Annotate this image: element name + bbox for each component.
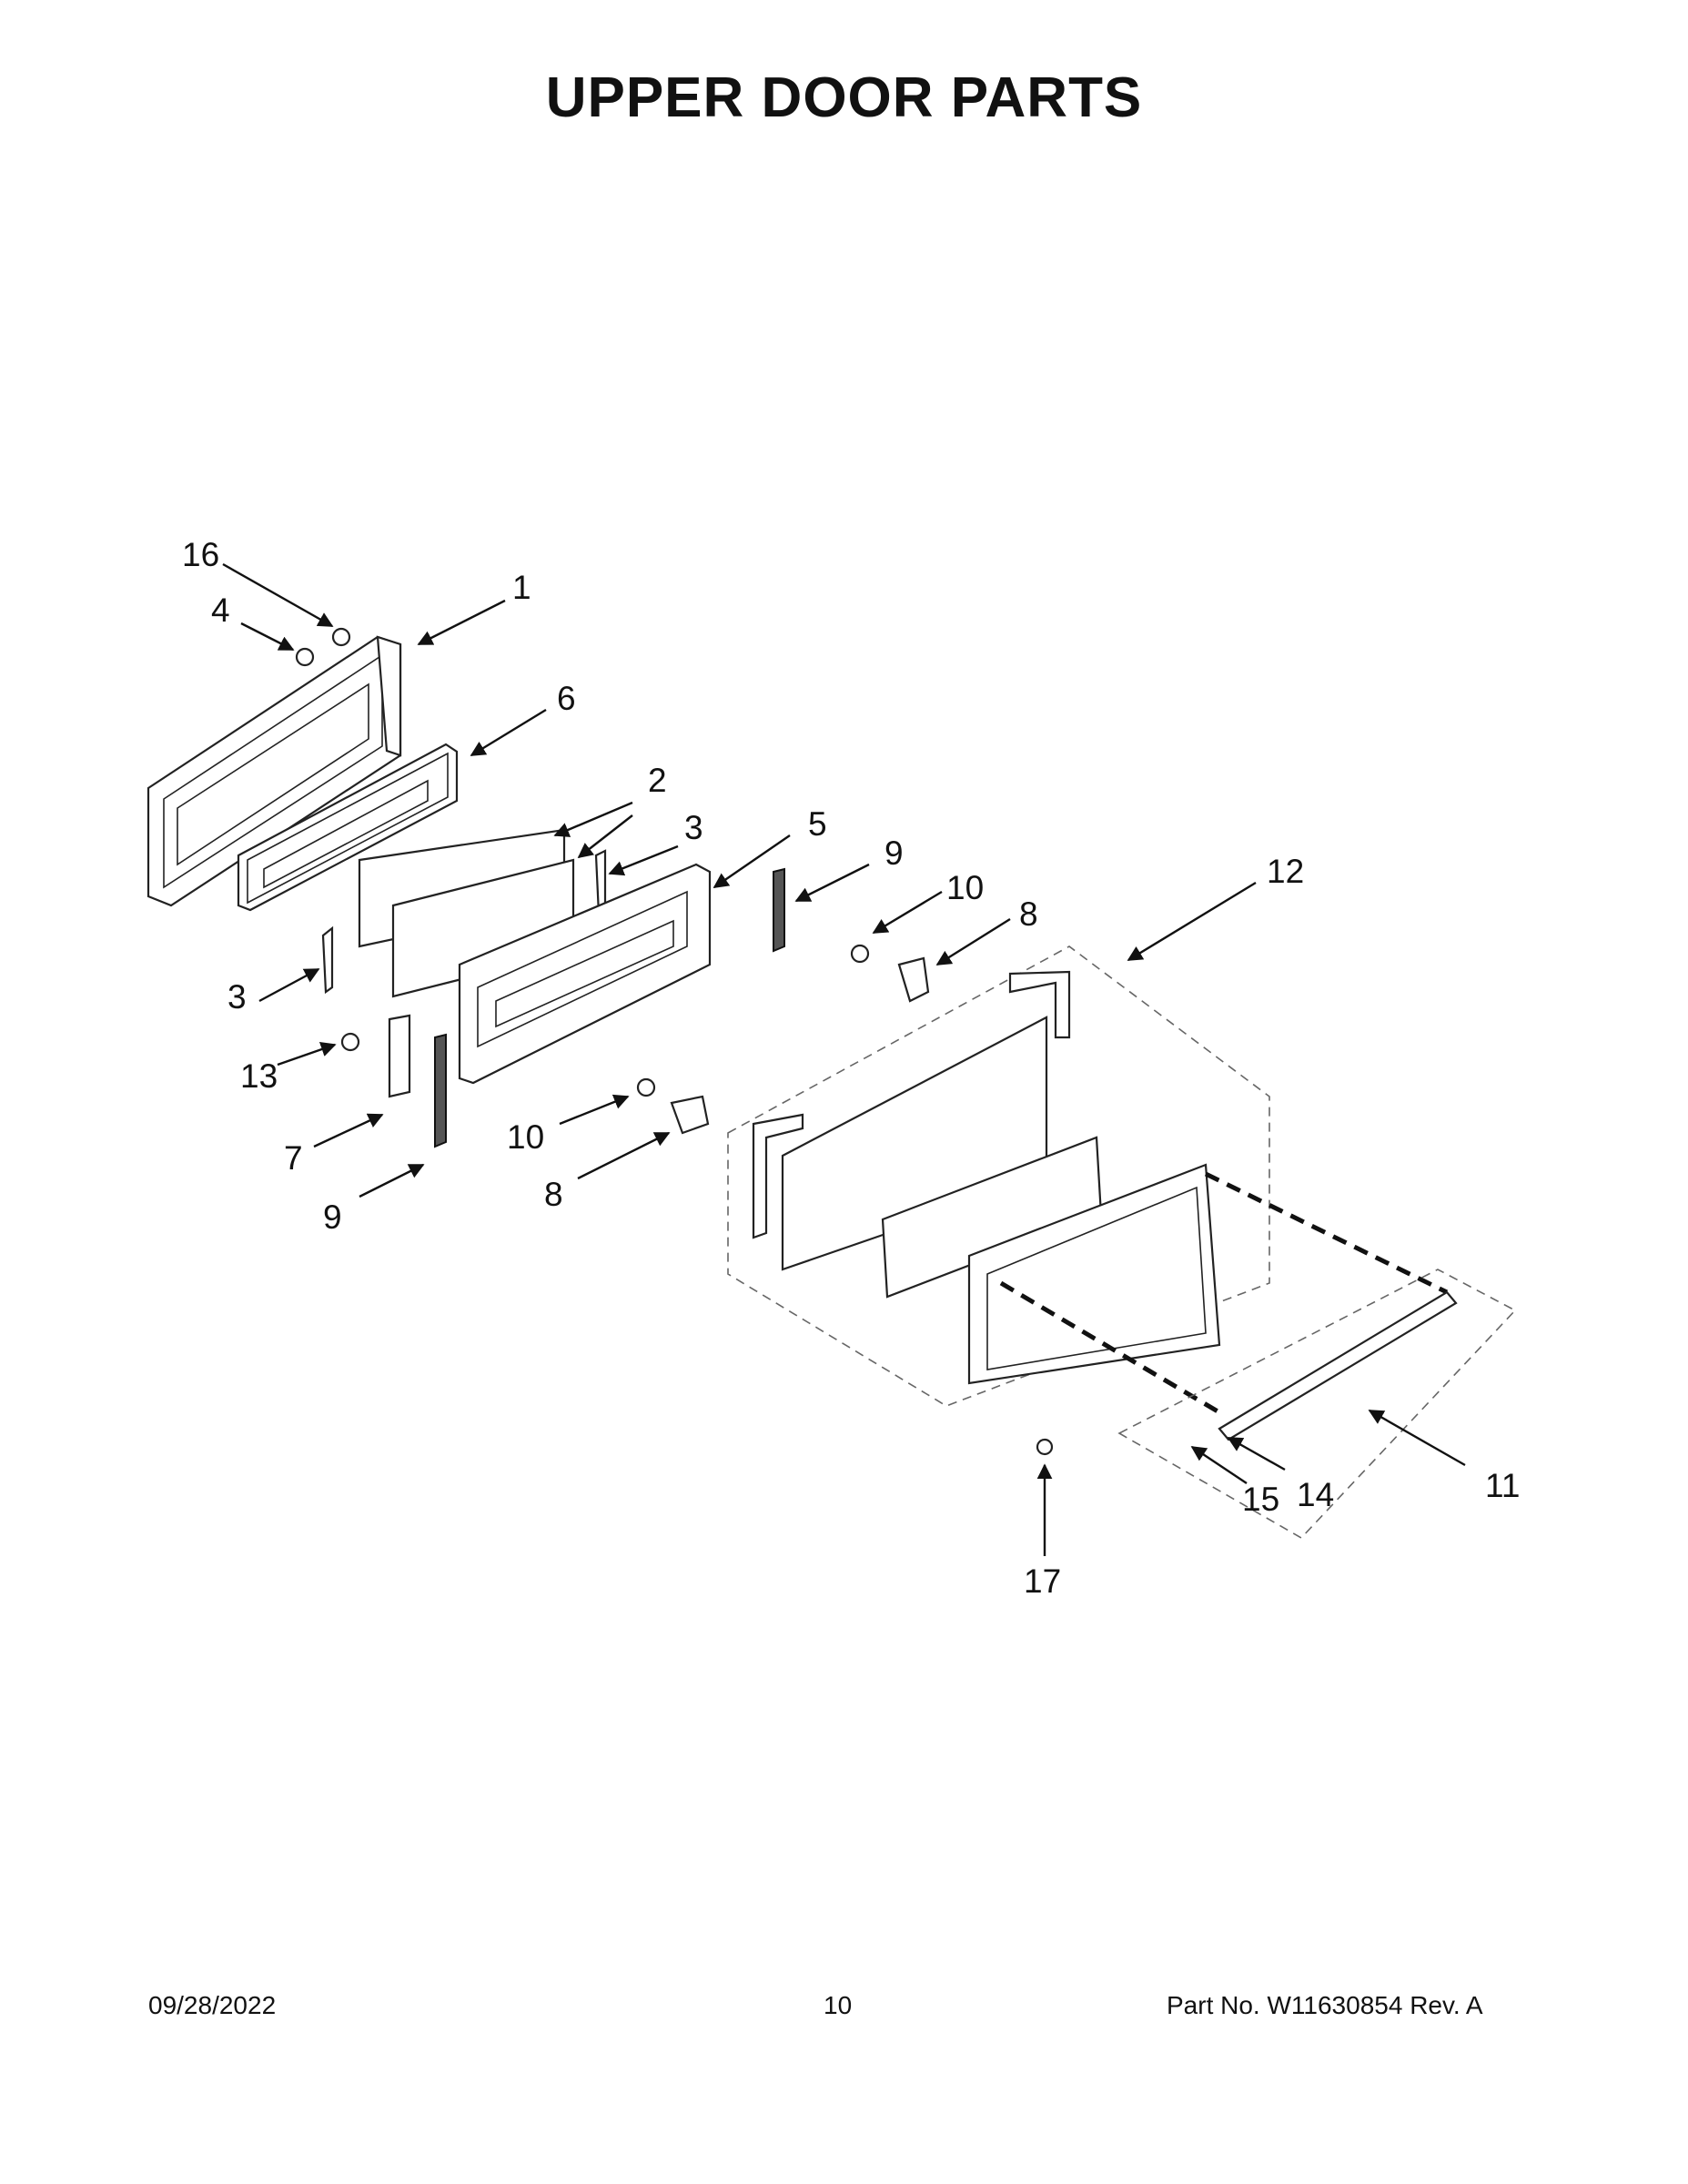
bracket-left [670, 1095, 710, 1135]
door-handle-part [1117, 1269, 1517, 1540]
callout-1: 1 [512, 569, 531, 606]
door-outer-panel-part [458, 863, 712, 1085]
callout-15: 15 [1242, 1481, 1279, 1518]
hinge-right [773, 867, 785, 953]
door-liner-part [147, 635, 402, 907]
footer-date: 09/28/2022 [148, 1991, 277, 2019]
callout-9-left: 9 [323, 1198, 342, 1236]
callout-8-right: 8 [1019, 895, 1038, 933]
page-title: UPPER DOOR PARTS [545, 66, 1143, 129]
callout-10-right: 10 [946, 869, 984, 906]
footer-page-number: 10 [824, 1991, 853, 2019]
callout-3-right: 3 [684, 809, 703, 846]
screw-16 [331, 627, 351, 647]
callout-11: 11 [1485, 1467, 1520, 1504]
callout-10-left: 10 [507, 1118, 544, 1156]
screw-10-right [850, 944, 870, 964]
screw-13 [340, 1032, 360, 1052]
glass-panels-part [358, 828, 575, 998]
bracket-right [897, 956, 930, 1003]
hinge-left [434, 1033, 447, 1148]
door-frame-part [237, 743, 459, 912]
callout-17: 17 [1024, 1562, 1061, 1600]
callout-3-left: 3 [227, 978, 247, 1016]
callout-13: 13 [240, 1057, 278, 1095]
screw-17 [1036, 1438, 1054, 1456]
door-assembly-outline [727, 945, 1449, 1418]
callout-2: 2 [648, 762, 667, 799]
callout-5: 5 [808, 805, 827, 843]
footer-part-number: Part No. W11630854 Rev. A [1167, 1991, 1483, 2019]
callout-arrows [222, 562, 1466, 1556]
callout-14: 14 [1297, 1476, 1334, 1513]
callout-16: 16 [182, 536, 219, 573]
callout-8-left: 8 [544, 1176, 563, 1213]
callout-12: 12 [1267, 853, 1304, 890]
screw-10-left [636, 1077, 656, 1097]
callout-7: 7 [284, 1139, 303, 1177]
callout-4: 4 [211, 592, 230, 629]
hinge-bracket-part [388, 1014, 411, 1098]
callout-9-right: 9 [884, 834, 904, 872]
glass-retainer-left [321, 925, 334, 995]
screw-4 [295, 647, 315, 667]
callout-6: 6 [557, 680, 576, 717]
